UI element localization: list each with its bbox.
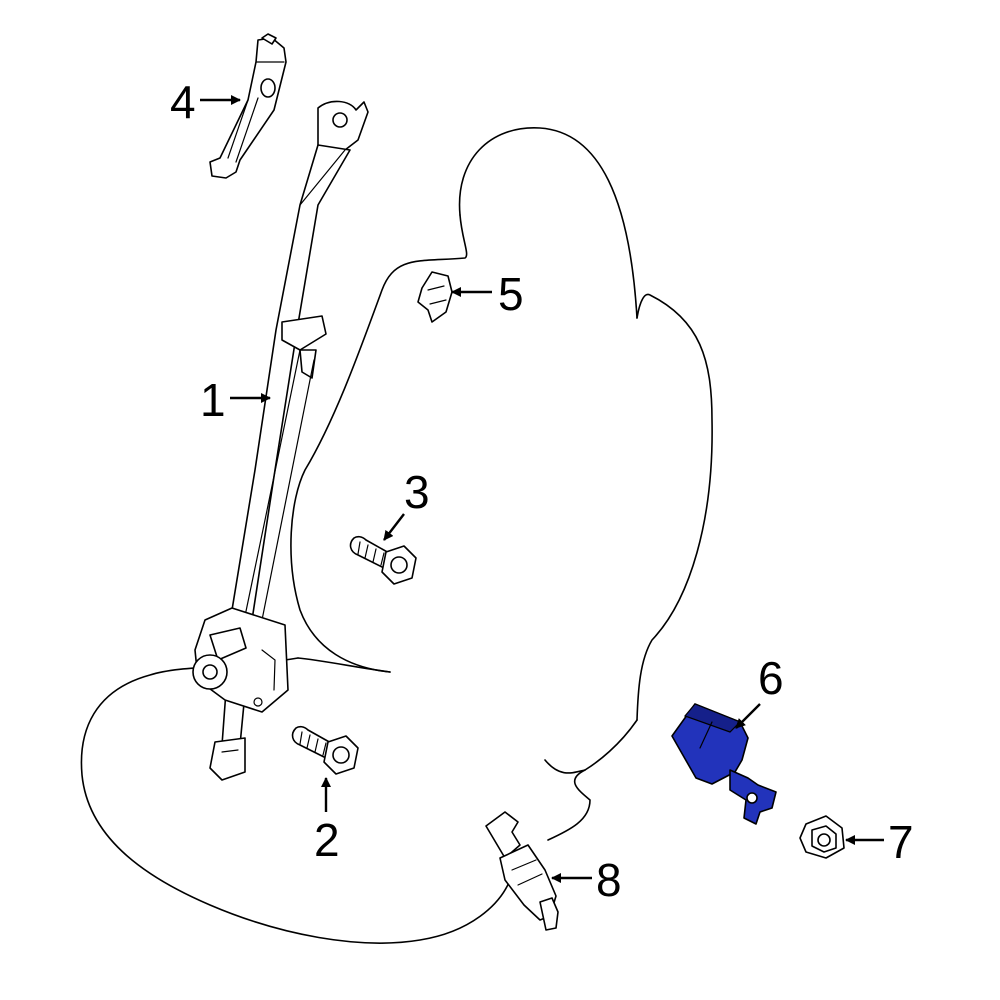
part-4-height-adjuster xyxy=(209,33,287,179)
leader-6 xyxy=(735,703,761,729)
callout-1: 1 xyxy=(200,374,226,426)
leader-lines xyxy=(200,95,884,883)
part-8-belt-tongue xyxy=(485,811,559,931)
callout-5: 5 xyxy=(498,268,524,320)
part-2-bolt xyxy=(291,725,359,775)
callout-4: 4 xyxy=(170,76,196,128)
part-3-bolt xyxy=(349,535,417,585)
part-1-seat-belt-assembly xyxy=(192,100,369,781)
part-7-nut xyxy=(799,815,845,859)
callout-6: 6 xyxy=(758,652,784,704)
part-6-buckle xyxy=(671,703,777,825)
callout-2: 2 xyxy=(314,814,340,866)
callout-8: 8 xyxy=(596,854,622,906)
seat-headrest xyxy=(458,127,638,319)
leader-3 xyxy=(383,513,405,541)
callout-labels: 1 2 3 4 5 6 7 8 xyxy=(170,76,914,906)
seat-cushion xyxy=(80,657,511,944)
seat-back xyxy=(290,214,468,673)
seat-outline xyxy=(80,127,713,944)
callout-7: 7 xyxy=(888,816,914,868)
part-5-guide-clip xyxy=(417,271,453,323)
callout-3: 3 xyxy=(404,466,430,518)
